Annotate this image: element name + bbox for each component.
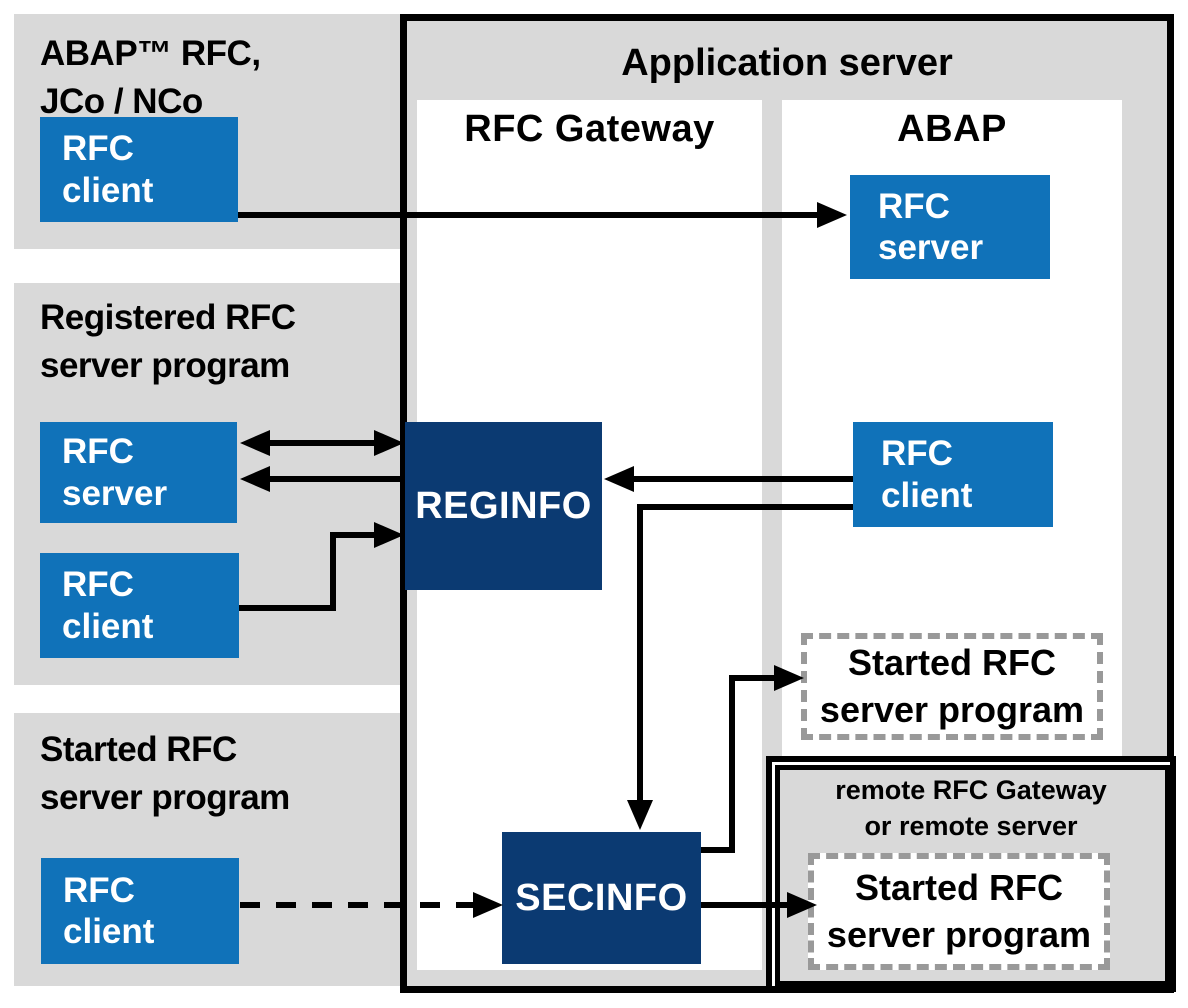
node-rfc-client-abap: RFC client bbox=[853, 422, 1053, 527]
node-rfc-server-registered: RFC server bbox=[40, 422, 237, 523]
node-label: Started RFC server program bbox=[826, 867, 1092, 955]
node-rfc-server-abap: RFC server bbox=[850, 175, 1050, 279]
node-reginfo: REGINFO bbox=[405, 422, 602, 590]
node-label: RFC client bbox=[62, 129, 154, 210]
remote-gateway-title: remote RFC Gateway or remote server bbox=[835, 775, 1107, 842]
node-started-rfc-server-program-remote: Started RFC server program bbox=[808, 853, 1110, 970]
secinfo-label: SECINFO bbox=[515, 876, 688, 919]
panel-abap-rfc-heading: ABAP™ RFC, JCo / NCo bbox=[40, 34, 261, 121]
node-label: RFC client bbox=[63, 870, 155, 951]
node-rfc-client-abap-jco: RFC client bbox=[40, 117, 238, 222]
node-secinfo: SECINFO bbox=[502, 832, 701, 964]
reginfo-label: REGINFO bbox=[415, 484, 592, 527]
rfc-gateway-column-title: RFC Gateway bbox=[464, 108, 715, 150]
node-started-rfc-server-program-local: Started RFC server program bbox=[801, 633, 1103, 740]
panel-registered-heading: Registered RFC server program bbox=[40, 298, 296, 385]
application-server-title: Application server bbox=[621, 42, 953, 84]
abap-column-title: ABAP bbox=[897, 108, 1007, 150]
node-label: RFC client bbox=[881, 434, 973, 515]
node-rfc-client-started: RFC client bbox=[41, 858, 239, 964]
node-label: RFC server bbox=[878, 186, 984, 267]
node-label: Started RFC server program bbox=[819, 642, 1085, 730]
node-label: RFC client bbox=[62, 565, 154, 646]
node-rfc-client-registered: RFC client bbox=[40, 553, 239, 658]
node-label: RFC server bbox=[62, 432, 168, 513]
panel-started-heading: Started RFC server program bbox=[40, 730, 290, 817]
